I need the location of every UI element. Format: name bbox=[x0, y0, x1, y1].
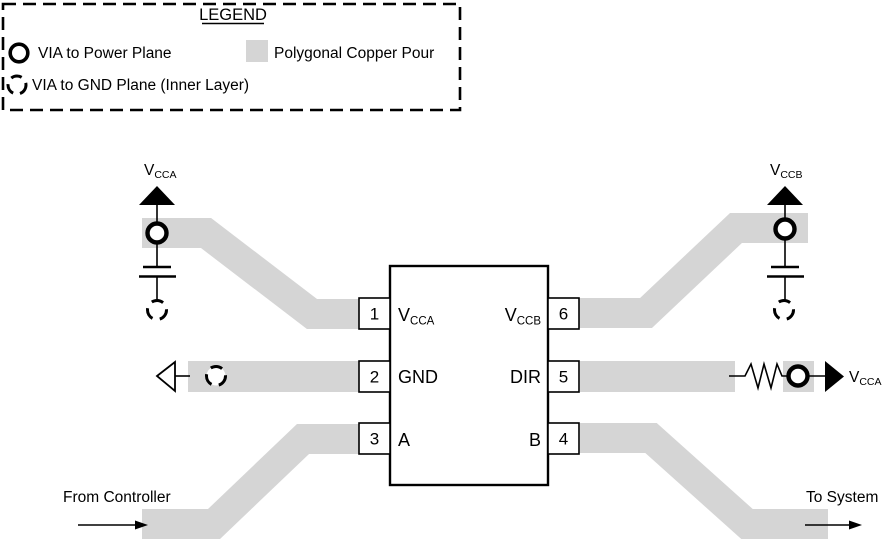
pin-label-a: A bbox=[398, 430, 410, 450]
to-system-arrowhead-icon bbox=[849, 520, 862, 530]
pin-number-5: 5 bbox=[559, 368, 568, 387]
pin-label-dir: DIR bbox=[510, 367, 541, 387]
legend: LEGEND VIA to Power Plane Polygonal Copp… bbox=[1, 2, 462, 112]
pin-label-vcca: VCCA bbox=[398, 305, 435, 328]
dir-pullup-label: VCCA bbox=[849, 369, 882, 388]
vccb-supply-stack: VCCB bbox=[767, 162, 804, 321]
pin-number-1: 1 bbox=[370, 305, 379, 324]
vcca-supply-arrow-icon bbox=[139, 186, 175, 205]
copper-pour-traces bbox=[142, 213, 828, 539]
vcca-supply-stack: VCCA bbox=[139, 162, 177, 321]
vccb-supply-arrow-icon bbox=[767, 186, 803, 205]
to-system-annotation: To System bbox=[805, 489, 878, 530]
copper-trace-a bbox=[142, 424, 390, 539]
copper-trace-b bbox=[580, 423, 828, 539]
pin-box-5 bbox=[547, 360, 580, 393]
vcca-supply-label: VCCA bbox=[144, 162, 177, 181]
gnd-via-icon bbox=[773, 299, 795, 321]
gnd-via-icon bbox=[205, 365, 227, 387]
legend-gnd-via-label: VIA to GND Plane (Inner Layer) bbox=[32, 77, 249, 94]
power-via-icon bbox=[145, 221, 169, 245]
copper-pour-swatch bbox=[246, 40, 268, 62]
to-system-label: To System bbox=[806, 489, 878, 506]
legend-border bbox=[1, 2, 462, 112]
gnd-via-icon bbox=[146, 299, 168, 321]
legend-copper-pour-label: Polygonal Copper Pour bbox=[274, 45, 434, 62]
copper-trace-vccb bbox=[548, 213, 808, 328]
pin-box-3 bbox=[358, 422, 391, 455]
dir-pullup-branch: VCCA bbox=[729, 360, 882, 392]
from-controller-label: From Controller bbox=[63, 489, 171, 506]
legend-power-via-label: VIA to Power Plane bbox=[38, 45, 172, 62]
power-via-icon bbox=[8, 42, 30, 64]
pin-box-1 bbox=[358, 297, 391, 330]
pin-box-2 bbox=[358, 360, 391, 393]
pin-label-b: B bbox=[529, 430, 541, 450]
from-controller-arrowhead-icon bbox=[135, 520, 148, 530]
resistor-icon bbox=[729, 360, 789, 392]
vccb-supply-label: VCCB bbox=[770, 162, 803, 181]
pin-label-gnd: GND bbox=[398, 367, 438, 387]
chip-body bbox=[388, 264, 550, 487]
legend-title: LEGEND bbox=[199, 6, 267, 24]
pin-box-4 bbox=[547, 422, 580, 455]
dir-supply-arrow-icon bbox=[825, 361, 844, 392]
chip: 1 2 3 6 5 4 VCCA GND A VCCB DIR B bbox=[358, 264, 580, 487]
gnd-arrow-icon bbox=[155, 360, 176, 393]
power-via-icon bbox=[773, 217, 797, 241]
power-via-icon bbox=[786, 364, 810, 388]
gnd-via-icon bbox=[6, 74, 28, 96]
gnd-branch bbox=[155, 360, 227, 393]
pin-number-2: 2 bbox=[370, 368, 379, 387]
pin-number-4: 4 bbox=[559, 430, 568, 449]
pin-number-3: 3 bbox=[370, 430, 379, 449]
copper-trace-dir bbox=[580, 361, 735, 392]
pin-label-vccb: VCCB bbox=[505, 305, 542, 328]
copper-trace-vcca bbox=[142, 218, 390, 329]
pin-box-6 bbox=[547, 297, 580, 330]
from-controller-annotation: From Controller bbox=[63, 489, 171, 530]
pin-number-6: 6 bbox=[559, 305, 568, 324]
